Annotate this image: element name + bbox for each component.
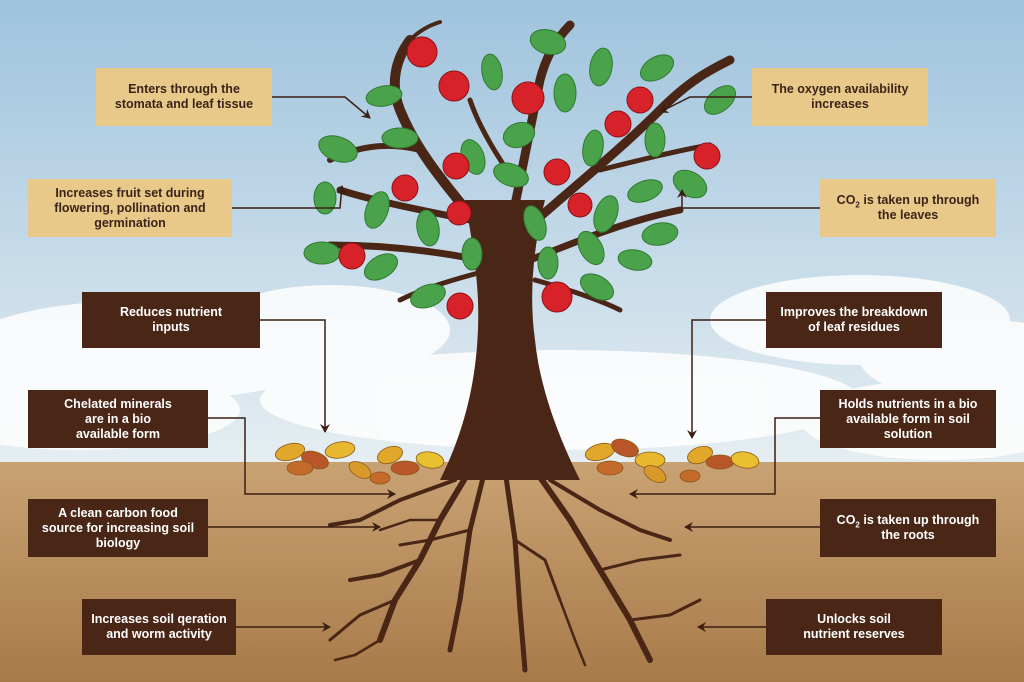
label-line: CO2 is taken up through (836, 513, 980, 530)
connector-arrows (208, 96, 820, 632)
label-line: available form (75, 426, 161, 441)
label-carbon-food: A clean carbon food source for increasin… (28, 499, 208, 557)
label-unlocks: Unlocks soil nutrient reserves (766, 599, 942, 655)
co2-text: CO (836, 513, 856, 527)
label-line: of leaf residues (808, 320, 900, 334)
label-breakdown: Improves the breakdown of leaf residues (766, 292, 942, 348)
label-line: the roots (881, 528, 935, 542)
arrow-reduces-nutrient (260, 319, 330, 433)
arrow-holds-nutrients (629, 417, 820, 499)
arrow-co2-leaves (677, 189, 820, 209)
label-line: are in a bio (85, 411, 151, 426)
fallen-leaves (274, 438, 760, 485)
arrow-oxygen (659, 96, 752, 113)
label-line: germination (94, 215, 166, 230)
label-line: available form in soil (846, 411, 970, 426)
co2-subscript: 2 (855, 520, 860, 530)
label-line: biology (95, 535, 141, 550)
arrow-fruit-set (232, 185, 347, 209)
label-line: the leaves (877, 208, 939, 222)
co2-subscript: 2 (855, 200, 860, 210)
label-holds-nutrients: Holds nutrients in a bio available form … (820, 390, 996, 448)
label-fruit-set: Increases fruit set during flowering, po… (28, 179, 232, 237)
label-chelated: Chelated minerals are in a bio available… (28, 390, 208, 448)
label-line: Increases fruit set during (55, 185, 205, 200)
label-line: Holds nutrients in a bio (838, 396, 978, 411)
label-line: Enters through the (128, 82, 240, 96)
label-line: Improves the breakdown (780, 305, 928, 319)
label-line: Unlocks soil (817, 612, 891, 626)
label-line: nutrient reserves (803, 627, 905, 641)
label-line: A clean carbon food (58, 505, 178, 520)
label-oxygen: The oxygen availability increases (752, 68, 928, 126)
apples (338, 36, 721, 320)
label-line: Increases soil qeration (91, 612, 227, 626)
label-line: solution (883, 426, 933, 441)
arrow-stomata (272, 96, 371, 119)
tree-trunk (440, 200, 580, 480)
label-line: flowering, pollination and (54, 200, 206, 215)
tree-leaves (303, 29, 736, 309)
label-co2-leaves: CO2 is taken up through the leaves (820, 179, 996, 237)
label-line: Chelated minerals (64, 396, 172, 411)
label-aeration: Increases soil qeration and worm activit… (82, 599, 236, 655)
label-reduces-nutrient: Reduces nutrient inputs (82, 292, 260, 348)
label-line: The oxygen availability (771, 82, 909, 96)
arrow-chelated (208, 417, 396, 499)
label-line: stomata and leaf tissue (114, 97, 254, 111)
co2-text: CO (836, 193, 856, 207)
label-co2-roots: CO2 is taken up through the roots (820, 499, 996, 557)
label-text: is taken up through (859, 513, 980, 527)
label-line: inputs (152, 320, 190, 334)
arrow-breakdown (687, 319, 766, 439)
label-line: Reduces nutrient (119, 305, 223, 319)
label-line: and worm activity (106, 627, 212, 641)
label-text: is taken up through (859, 193, 980, 207)
label-line: CO2 is taken up through (836, 193, 980, 210)
label-line: source for increasing soil (41, 520, 195, 535)
tree-roots (328, 467, 702, 673)
label-stomata: Enters through the stomata and leaf tiss… (96, 68, 272, 126)
label-line: increases (811, 97, 869, 111)
